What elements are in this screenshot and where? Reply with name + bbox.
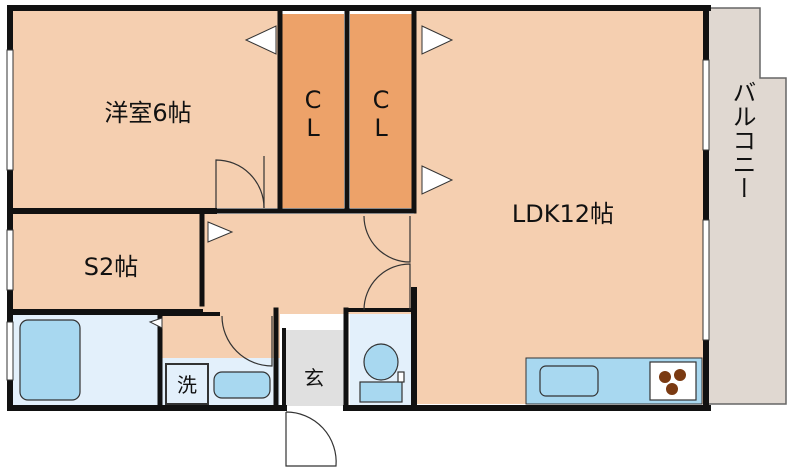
windows xyxy=(6,49,710,381)
closet-right-label-2: L xyxy=(374,114,388,142)
door-swings xyxy=(215,156,411,467)
closet-left-label-2: L xyxy=(306,114,320,142)
closet-right xyxy=(350,14,412,208)
laundry-label: 洗 xyxy=(177,373,197,397)
washroom-upper xyxy=(162,314,280,358)
ldk-room-label: LDK12帖 xyxy=(512,200,614,228)
closet-left xyxy=(282,14,344,208)
closet-left-label-1: C xyxy=(305,86,322,114)
western-room-label: 洋室6帖 xyxy=(104,99,191,127)
balcony-label: バルコニー xyxy=(728,80,756,200)
closet-right-label-1: C xyxy=(373,86,390,114)
laundry-box xyxy=(165,363,209,405)
toilet-icon xyxy=(359,343,405,403)
ldk-room xyxy=(414,10,706,404)
hallway xyxy=(202,214,414,314)
wash-basin-icon xyxy=(213,371,271,399)
balcony-area xyxy=(705,7,787,405)
storage-room-label: S2帖 xyxy=(84,253,139,281)
entrance-area xyxy=(284,330,346,406)
western-room xyxy=(12,10,280,208)
sliding-door-marks xyxy=(148,25,454,329)
storage-room xyxy=(12,214,202,310)
stove-icon xyxy=(649,361,697,401)
bathtub-icon xyxy=(19,319,81,401)
entrance-label: 玄 xyxy=(304,366,324,390)
kitchen-sink-icon xyxy=(539,365,599,397)
